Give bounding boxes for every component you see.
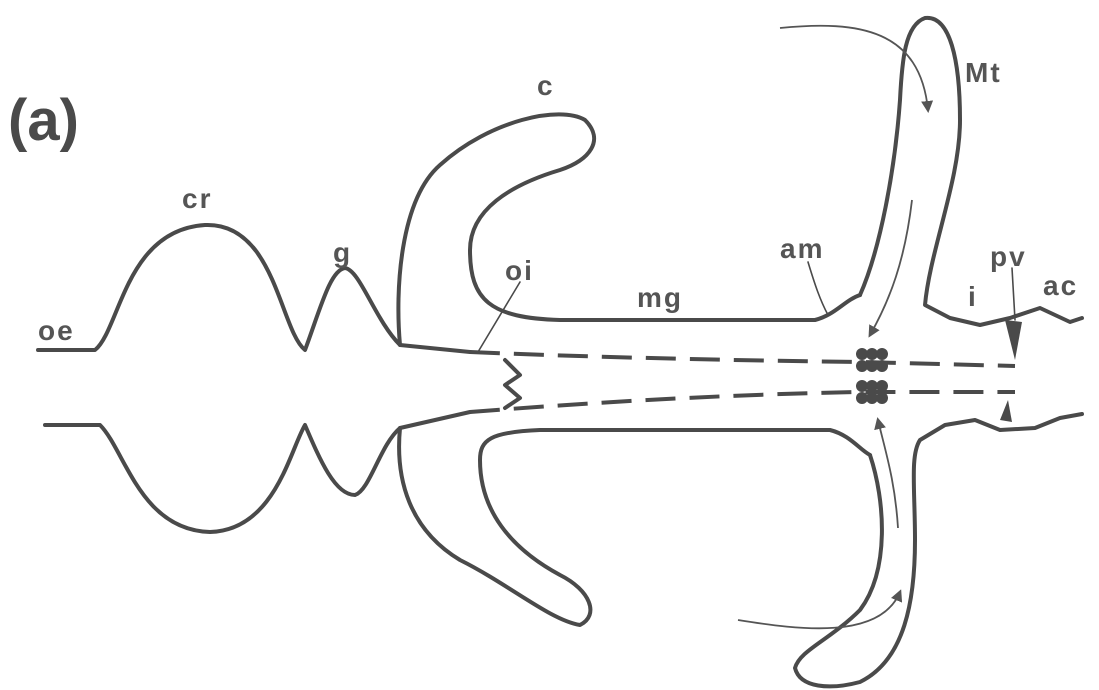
label-i: i [968,281,978,312]
gastric-caecum-lower [399,428,870,625]
pyloric-valve-lower [1000,400,1012,422]
foregut-lower-outline [45,412,470,532]
oesophageal-invagination [505,360,520,408]
label-c: c [537,70,555,101]
label-pv: pv [990,241,1027,272]
label-g: g [333,237,352,268]
ampulla-cluster-upper [856,348,888,372]
flow-arrow-bottom-entry [738,592,900,628]
leader-am [808,262,828,315]
label-ac: ac [1043,270,1078,301]
label-oi: oi [505,255,534,286]
label-am: am [780,233,824,264]
panel-label: (a) [8,88,79,153]
flow-arrow-top-entry [780,26,928,110]
label-mg: mg [637,282,683,313]
gastric-caecum-upper [398,114,860,345]
peritrophic-membrane-upper [470,352,1015,366]
pyloric-valve-upper [1005,320,1022,360]
flow-arrow-top-down [870,200,912,335]
label-cr: cr [182,183,212,214]
label-Mt: Mt [965,57,1002,88]
label-oe: oe [38,315,75,346]
leader-pv [1012,268,1015,320]
malpighian-tubule-lower [795,414,1082,686]
leader-oi [478,282,520,352]
peritrophic-membrane-lower [470,392,1015,412]
